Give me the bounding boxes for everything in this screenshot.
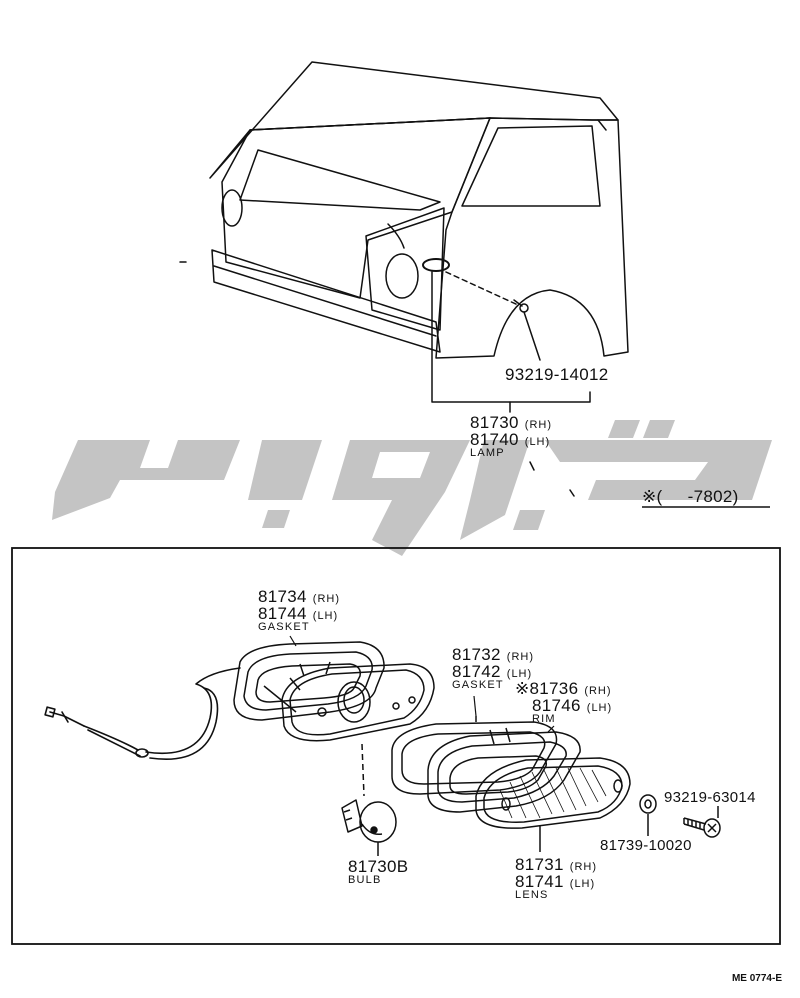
bulb-callout: 81730B BULB [348,858,408,892]
watermark-logo [52,420,772,556]
inner-gasket-rh-side: (RH) [506,651,534,663]
rim-drawing [427,727,581,813]
rim-callout: ※81736 (RH) 81746 (LH) RIM [515,680,612,731]
applicability-mark: ※ [642,487,657,506]
rim-rh-side: (RH) [584,685,612,697]
lamp-housing-drawing [281,663,435,742]
bulb-name: BULB [348,874,382,886]
outer-gasket-name: GASKET [258,621,310,633]
screw-drawing [683,806,721,838]
lamp-cable-drawing [44,667,241,760]
lamp-callout: 81730 (RH) 81740 (LH) LAMP [470,414,552,465]
rim-mark: ※ [515,679,530,698]
rim-rh-number: 81736 [529,679,579,698]
inner-gasket-name: GASKET [452,679,504,691]
bulb-number: 81730B [348,857,409,876]
inner-gasket-lh-number: 81742 [452,662,501,681]
inner-gasket-lh-side: (LH) [506,668,533,680]
outer-gasket-drawing [233,641,385,721]
lamp-name: LAMP [470,447,505,459]
rim-name: RIM [532,713,556,725]
detail-screw-part-number: 93219-63014 [664,789,756,806]
inner-gasket-drawing [391,716,558,795]
lamp-rh-number: 81730 [470,413,519,432]
lens-callout: 81731 (RH) 81741 (LH) LENS [515,856,597,907]
outer-gasket-lh-side: (LH) [312,610,339,622]
lens-lh-side: (LH) [569,878,596,890]
inner-gasket-callout: 81732 (RH) 81742 (LH) GASKET [452,646,534,697]
lens-name: LENS [515,889,549,901]
applicability-note: ※( -7802) [642,488,739,505]
rim-lh-number: 81746 [532,696,581,715]
applicability-range: ( -7802) [656,487,739,506]
washer-part-number: 81739-10020 [600,837,692,854]
outer-gasket-rh-side: (RH) [312,593,340,605]
inner-gasket-rh-number: 81732 [452,645,501,664]
outer-gasket-callout: 81734 (RH) 81744 (LH) GASKET [258,588,340,639]
top-screw-part-number: 93219-14012 [505,365,609,384]
outer-gasket-rh-number: 81734 [258,587,307,606]
outer-gasket-lh-number: 81744 [258,604,307,623]
lens-rh-number: 81731 [515,855,564,874]
lens-rh-side: (RH) [569,861,597,873]
lamp-rh-side: (RH) [524,419,552,431]
lamp-lh-side: (LH) [524,436,551,448]
lens-drawing [475,757,631,852]
bulb-drawing [341,743,397,856]
lens-lh-number: 81741 [515,872,564,891]
vehicle-body-drawing [179,61,629,497]
diagram-code: ME 0774-E [731,973,782,984]
washer-drawing [639,794,657,836]
rim-lh-side: (LH) [586,702,613,714]
lamp-lh-number: 81740 [470,430,519,449]
detail-leader-lines [289,635,555,733]
detail-frame [11,547,781,945]
